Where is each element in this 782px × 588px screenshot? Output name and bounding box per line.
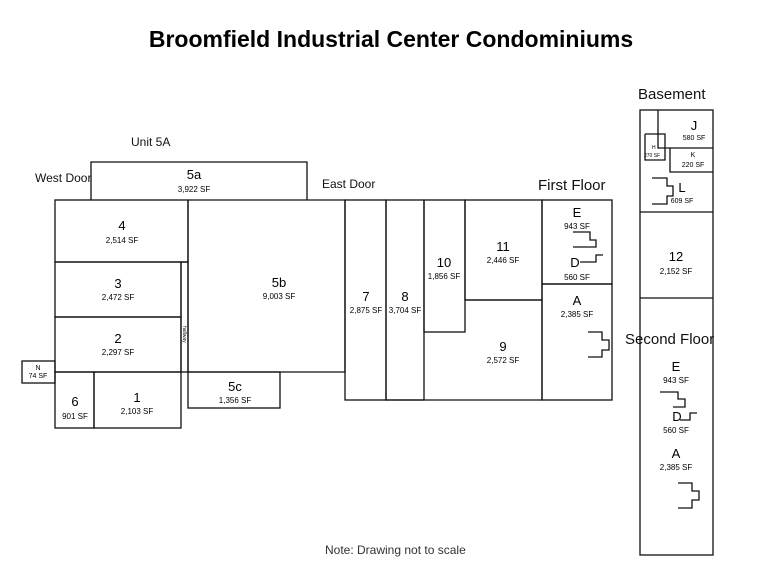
unit-9-sf: 2,572 SF	[486, 356, 520, 365]
unit-e-sf: 943 SF	[564, 222, 590, 231]
unit-5b-number: 5b	[271, 275, 287, 290]
unit-10-number: 10	[436, 255, 452, 270]
stair-icon-2e	[660, 391, 686, 408]
unit-10-sf: 1,856 SF	[427, 272, 461, 281]
second-floor-unit-d-sf: 560 SF	[663, 426, 689, 435]
unit-a-outline	[541, 283, 613, 401]
unit-l-sf: 609 SF	[670, 198, 694, 205]
unit-9-outline	[386, 299, 543, 401]
unit-4-sf: 2,514 SF	[105, 236, 139, 245]
unit-k-sf: 220 SF	[681, 162, 705, 169]
unit-n-sf: 74 SF	[28, 373, 48, 380]
second-floor-unit-a-number: A	[671, 446, 681, 461]
unit-8-sf: 3,704 SF	[388, 306, 422, 315]
unit-5a-number: 5a	[186, 167, 202, 182]
stair-icon-2a	[678, 482, 700, 509]
unit-12-number: 12	[668, 249, 684, 264]
basement-label: Basement	[638, 86, 706, 103]
unit-7-number: 7	[362, 289, 370, 304]
stair-icon-l	[652, 177, 674, 205]
unit-h-number: H	[652, 145, 656, 151]
second-floor-panel	[639, 109, 714, 556]
scale-note: Note: Drawing not to scale	[325, 543, 466, 557]
unit-8-number: 8	[401, 289, 409, 304]
east-door-label: East Door	[322, 177, 376, 191]
unit-j-sf: 580 SF	[682, 135, 706, 142]
unit-k-outline	[669, 148, 713, 173]
unit-6-number: 6	[71, 394, 79, 409]
unit-3-number: 3	[114, 276, 122, 291]
unit-5c-sf: 1,356 SF	[218, 396, 252, 405]
unit-a-sf: 2,385 SF	[560, 310, 594, 319]
unit-h-outline	[644, 133, 666, 161]
unit-j-number: J	[690, 118, 698, 133]
unit-5b-outline	[187, 199, 346, 373]
unit-d-number: D	[570, 255, 580, 270]
unit-5a-sf: 3,922 SF	[177, 185, 211, 194]
stair-icon-a	[588, 331, 610, 358]
unit-l-number: L	[678, 180, 686, 195]
unit-5a-label: Unit 5A	[131, 135, 171, 149]
unit-5c-outline	[187, 371, 281, 409]
unit-6-sf: 901 SF	[62, 412, 88, 421]
second-floor-unit-a-sf: 2,385 SF	[659, 463, 693, 472]
stair-icon-d	[580, 254, 603, 263]
unit-a-number: A	[572, 293, 582, 308]
unit-e-number: E	[572, 205, 582, 220]
unit-1-sf: 2,103 SF	[120, 407, 154, 416]
unit-7-sf: 2,875 SF	[349, 306, 383, 315]
unit-1-number: 1	[133, 390, 141, 405]
hallway-outline	[180, 261, 189, 373]
unit-n-outline	[21, 360, 56, 384]
unit-3-sf: 2,472 SF	[101, 293, 135, 302]
unit-9-number: 9	[499, 339, 507, 354]
unit-n-number: N	[35, 365, 41, 372]
unit-j-outline	[657, 110, 713, 149]
unit-2-number: 2	[114, 331, 122, 346]
unit-1-outline	[93, 371, 182, 429]
unit-d-sf: 560 SF	[564, 273, 590, 282]
unit-h-sf: 270 SF	[644, 153, 661, 159]
unit-4-number: 4	[118, 218, 126, 233]
second-floor-unit-d-number: D	[672, 409, 682, 424]
unit-5b-sf: 9,003 SF	[262, 292, 296, 301]
second-floor-unit-e-number: E	[671, 359, 681, 374]
unit-12-sf: 2,152 SF	[659, 267, 693, 276]
unit-11-number: 11	[496, 239, 510, 254]
hallway-label: hallway	[181, 326, 187, 343]
second-floor-unit-e-sf: 943 SF	[663, 376, 689, 385]
page-title: Broomfield Industrial Center Condominium…	[148, 26, 634, 52]
unit-5c-number: 5c	[228, 379, 242, 394]
unit-2-sf: 2,297 SF	[101, 348, 135, 357]
second-floor-label: Second Floor	[625, 331, 715, 348]
stair-icon-2d	[680, 412, 697, 421]
unit-5a-outline	[90, 161, 308, 200]
first-floor-label: First Floor	[538, 177, 606, 194]
west-door-label: West Door	[35, 171, 92, 185]
unit-11-sf: 2,446 SF	[486, 256, 520, 265]
stair-icon-e	[573, 231, 597, 248]
unit-k-number: K	[690, 152, 696, 159]
